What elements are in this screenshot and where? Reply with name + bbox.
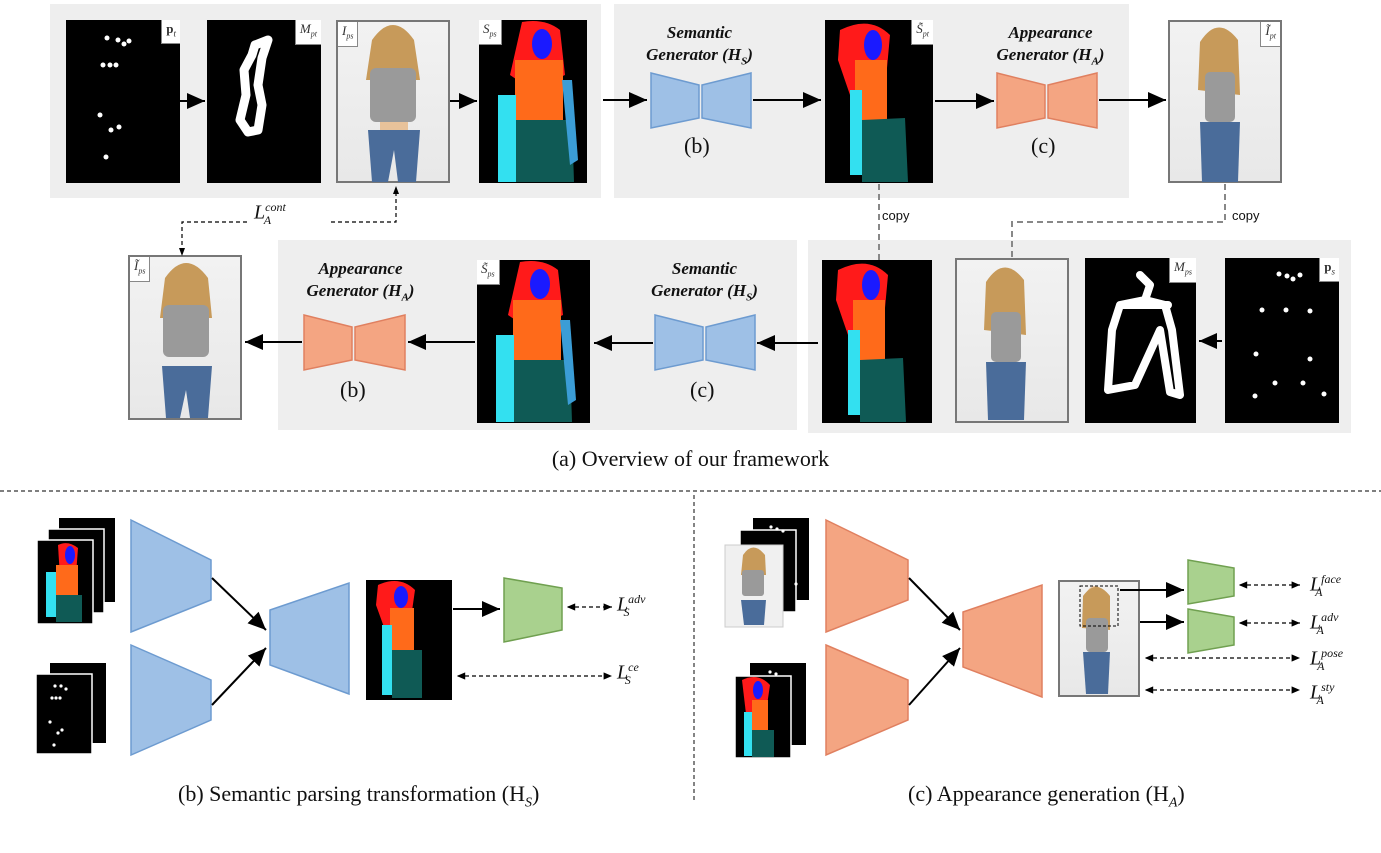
loss-a-sty: LstyA (1310, 680, 1335, 707)
loss-a-face: LfaceA (1310, 572, 1342, 599)
loss-a-adv: LadvA (1310, 610, 1339, 637)
copied-photo-figure (984, 267, 1026, 420)
target-pose-keypoints: pt (66, 20, 180, 183)
encoder-ea-shape (825, 518, 909, 634)
copy-dashed-lines (878, 184, 1226, 260)
source-seg-figure (498, 21, 578, 182)
appearance-generator-top-shape (996, 72, 1098, 129)
encoder-ep-shape (130, 643, 212, 757)
copy-label-right: copy (1232, 208, 1260, 223)
mask-target-tag: Mpt (294, 20, 321, 45)
semantic-loss-arrows (456, 603, 612, 680)
generator-ga-shape (962, 583, 1043, 699)
disc-ds-shape (503, 577, 563, 643)
overview-caption: (a) Overview of our framework (551, 446, 830, 471)
pose-source-tag: ps (1319, 258, 1339, 282)
pose-stack-inputs (35, 663, 106, 755)
source-pose-keypoints: ps (1225, 258, 1339, 423)
appearance-panel-caption: (c) Appearance generation (HA) (908, 781, 1185, 811)
seg-source-tag: Sps (479, 20, 502, 45)
mask-source-tag: Mps (1169, 258, 1196, 283)
semantic-panel-caption: (b) Semantic parsing transformation (HS) (178, 781, 540, 811)
semantic-generator-label-bottom: Semantic Generator (HS) (651, 259, 758, 304)
label-b-top: (b) (684, 133, 710, 158)
loss-s-ce: LceS (617, 660, 639, 687)
loss-a-pose: LposeA (1310, 646, 1344, 673)
rec-source-photo-figure (160, 263, 212, 418)
image-gen-target-tag: Ĩpt (1260, 22, 1280, 47)
encoder-es-prime-shape (825, 643, 909, 757)
semantic-generator-bottom-shape (654, 314, 756, 371)
label-c-bottom: (c) (690, 377, 715, 402)
source-photo-figure (366, 25, 420, 182)
appearance-loss-arrows (1144, 581, 1300, 694)
top-row-arrows (180, 92, 1166, 109)
loss-cont-label: LcontA (254, 200, 286, 227)
disc-df-shape (1187, 559, 1235, 605)
semantic-generator-label-top: Semantic Generator (HS) (646, 23, 753, 68)
mask-target-shape (235, 35, 273, 137)
image-rec-source-tag: Ĩps (130, 257, 151, 282)
encoder-es-shape (130, 518, 212, 634)
label-b-bottom: (b) (340, 377, 366, 402)
seg-gen-target-tag: S̃pt (911, 20, 933, 45)
appearance-generator-label-bottom: Appearance Generator (HA) (306, 259, 415, 304)
loss-cont-dashed (181, 192, 397, 250)
gen-target-photo-figure (1198, 27, 1240, 182)
mask-source-shape (1104, 271, 1184, 399)
pose-dots-source (1252, 271, 1327, 399)
gen-seg-target-figure (838, 23, 908, 182)
generator-gs-shape (269, 581, 350, 696)
appearance-generator-bottom-shape (303, 314, 406, 371)
second-row-arrows (245, 333, 1222, 351)
copy-label-left: copy (882, 208, 910, 223)
image-source-tag: Ips (338, 22, 359, 47)
disc-da-shape (1187, 608, 1235, 654)
seg-stack-appearance (734, 663, 806, 759)
appearance-output-figure (1079, 585, 1119, 694)
semantic-generator-top-shape (650, 72, 752, 129)
pose-target-tag: pt (161, 20, 180, 44)
pose-stack-appearance (724, 518, 809, 628)
rec-seg-source-figure (496, 261, 576, 422)
pose-dots-target (97, 35, 132, 160)
seg-rec-source-tag: S̃ps (477, 260, 500, 285)
copied-seg-figure (836, 263, 906, 422)
semantic-output-seg-figure (376, 581, 422, 698)
loss-s-adv: LadvS (617, 592, 646, 619)
label-c-top: (c) (1031, 133, 1056, 158)
seg-stack-inputs (36, 518, 115, 625)
appearance-generator-label-top: Appearance Generator (HA) (996, 23, 1105, 68)
